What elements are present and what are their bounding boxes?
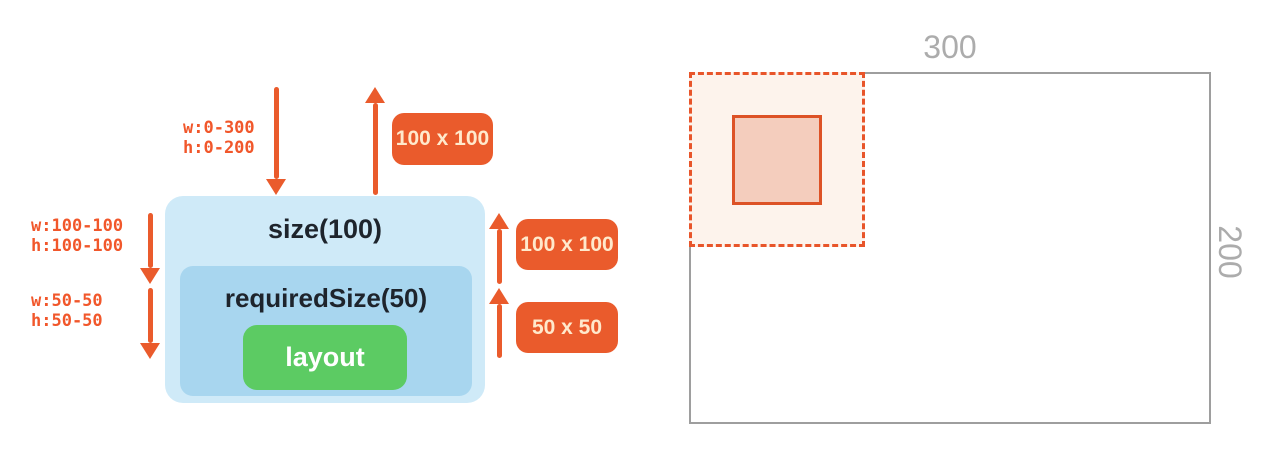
required-size-result-up-arrow-icon <box>489 288 509 358</box>
incoming-constraints-down-arrow-icon <box>266 87 286 195</box>
arrow-shaft <box>496 229 502 284</box>
arrow-shaft <box>496 304 502 358</box>
arrow-head <box>140 268 160 284</box>
arrow-shaft <box>147 288 153 343</box>
arrow-head <box>489 213 509 229</box>
incoming-constraints-height: h:0-200 <box>183 138 255 158</box>
layout-node-label: layout <box>285 342 365 372</box>
size-constraints-width: w:100-100 <box>31 216 124 236</box>
placed-content-square <box>732 115 822 205</box>
size-modifier-label: size(100) <box>267 214 383 244</box>
required-size-result-badge: 50 x 50 <box>516 302 618 353</box>
required-size-modifier-box: requiredSize(50) layout <box>180 266 472 396</box>
arrow-head <box>365 87 385 103</box>
parent-height-label: 200 <box>1212 225 1248 279</box>
arrow-head <box>489 288 509 304</box>
required-size-constraints-down-arrow-icon <box>140 288 160 359</box>
measured-size-badge: 100 x 100 <box>392 113 493 165</box>
required-size-modifier-label: requiredSize(50) <box>224 283 428 313</box>
required-size-constraints-width: w:50-50 <box>31 291 103 311</box>
size-result-up-arrow-icon <box>489 213 509 284</box>
parent-width-label: 300 <box>923 29 977 65</box>
constraint-region-dashed-box <box>689 72 865 247</box>
layout-node-box: layout <box>243 325 407 390</box>
arrow-shaft <box>147 213 153 268</box>
measured-size-up-arrow-icon <box>365 87 385 195</box>
size-constraints-height: h:100-100 <box>31 236 124 256</box>
incoming-constraints-width: w:0-300 <box>183 118 255 138</box>
arrow-shaft <box>273 87 279 179</box>
arrow-shaft <box>372 103 378 195</box>
size-modifier-box: size(100) requiredSize(50) layout <box>165 196 485 403</box>
size-constraints-label: w:100-100 h:100-100 <box>31 216 123 256</box>
required-size-constraints-height: h:50-50 <box>31 311 103 331</box>
incoming-constraints-label: w:0-300 h:0-200 <box>183 118 255 158</box>
size-result-badge: 100 x 100 <box>516 219 618 270</box>
arrow-head <box>266 179 286 195</box>
required-size-constraints-label: w:50-50 h:50-50 <box>31 291 103 331</box>
arrow-head <box>140 343 160 359</box>
size-constraints-down-arrow-icon <box>140 213 160 284</box>
